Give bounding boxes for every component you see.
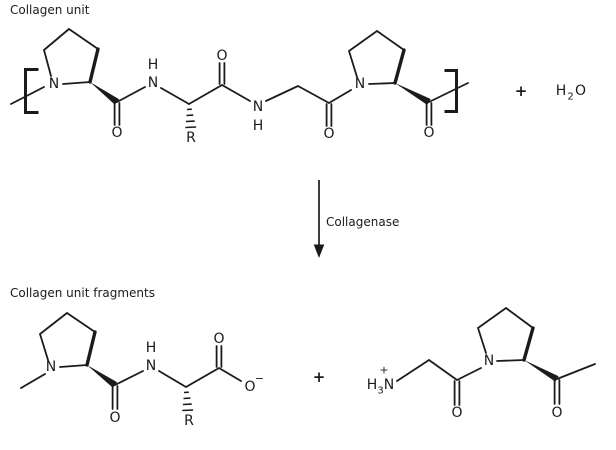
carbonyl4-oxygen-label: O [423,125,434,141]
collagen-unit-structure: N O H N R O N H O N O [10,28,469,146]
amide1-nitrogen-label: N [148,75,158,91]
carbonyl7-oxygen-label: O [451,405,462,421]
bond-lines [396,307,596,406]
plus-sign-top: + [515,82,528,100]
ammonium-h-label: H [367,377,378,393]
carbonyl5-oxygen-label: O [109,410,120,426]
water-subscript-label: 2 [567,92,573,103]
reaction-arrow: Collagenase [313,180,399,258]
amide2-hydrogen-label: H [253,118,264,134]
bond-lines [10,28,469,127]
fragment-right-structure: H 3 N + O N O [367,307,596,421]
bracket-left [24,68,39,114]
bond-lines [20,312,242,410]
stereo-wedge-bond [87,365,118,388]
side-chain-r-label: R [186,130,196,146]
stereo-wedge-bond-2 [395,83,431,105]
amide3-hydrogen-label: H [146,340,157,356]
ammonium-subscript-label: 3 [377,386,383,397]
ring2-nitrogen-label: N [355,76,365,92]
ring4-nitrogen-label: N [484,353,494,369]
carboxylate-oxygen-label: O [213,331,224,347]
minus-charge-label: − [255,372,264,385]
reactant-title: Collagen unit [10,3,90,17]
water-molecule: H 2 O [556,83,586,103]
plus-charge-label: + [379,364,388,377]
carbonyl3-oxygen-label: O [323,126,334,142]
ammonium-n-label: N [384,377,394,393]
stereo-wedge-bond-1 [90,82,120,105]
bracket-right [444,69,458,113]
enzyme-label: Collagenase [326,215,399,229]
side-chain-r-label: R [184,413,194,429]
amide2-nitrogen-label: N [253,99,263,115]
amide1-hydrogen-label: H [148,57,159,73]
carboxylate-o-minus-label: O [244,379,255,395]
fragment-left-structure: N O H N R O O − [20,312,264,429]
water-o-label: O [575,83,586,99]
stereo-bold-ring-bond [85,330,97,367]
water-h-label: H [556,83,567,99]
stereo-wedge-bond [524,360,559,382]
hash-wedge-bond [185,108,197,129]
plus-sign-bottom: + [313,368,326,386]
arrow-head [313,244,325,258]
hash-wedge-bond [182,391,194,412]
stereo-bold-ring-bonds [88,47,406,85]
carbonyl8-oxygen-label: O [551,405,562,421]
stereo-bold-ring-bond [522,326,535,362]
ring1-nitrogen-label: N [49,76,59,92]
carbonyl2-oxygen-label: O [216,48,227,64]
products-title: Collagen unit fragments [10,286,155,300]
ring3-nitrogen-label: N [46,359,56,375]
carbonyl1-oxygen-label: O [111,125,122,141]
amide3-nitrogen-label: N [146,358,156,374]
